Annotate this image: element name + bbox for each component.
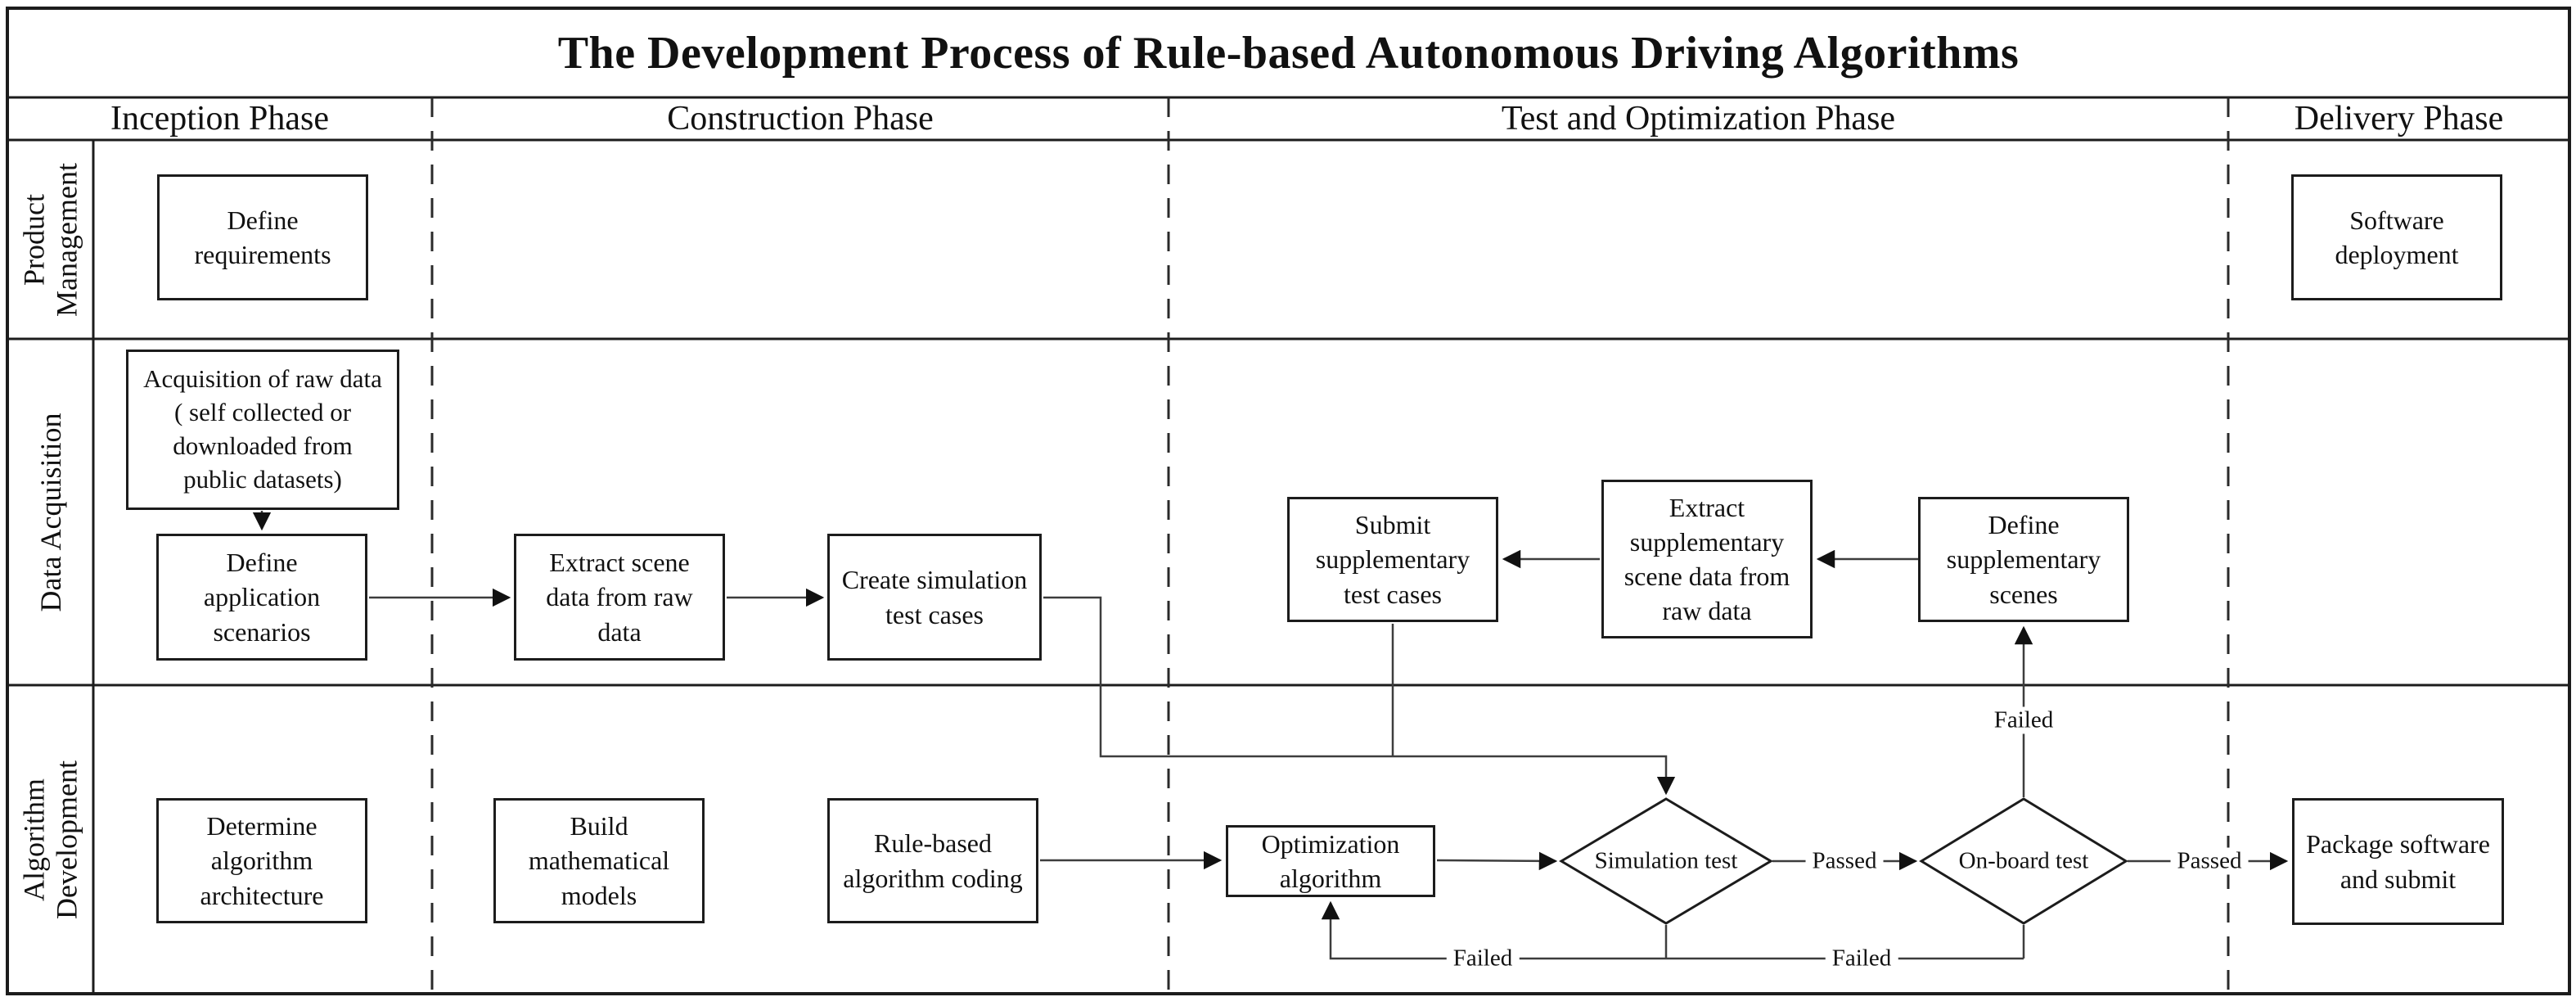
node-submit-supplementary-test-cases: Submit supplementary test cases (1287, 497, 1498, 622)
label-simulation-test: Simulation test (1594, 847, 1738, 874)
edge-optimization-to-simulationtest (1436, 851, 1558, 871)
lane-label-data-acquisition: Data Acquisition (34, 413, 67, 611)
edge-label-passed-sim-to-onboard: Passed (1805, 847, 1884, 875)
edge-label-failed-sim-back: Failed (1446, 945, 1520, 972)
lane-product-management: Product Management (7, 140, 93, 339)
node-software-deployment: Software deployment (2291, 174, 2502, 300)
node-create-simulation-test-cases: Create simulation test cases (827, 534, 1042, 661)
phase-header-test-optimization: Test and Optimization Phase (1501, 100, 1896, 138)
outer-frame (6, 7, 2571, 995)
diagram-title: The Development Process of Rule-based Au… (557, 27, 2020, 79)
label-on-board-test: On-board test (1958, 847, 2089, 874)
lane-data-acquisition: Data Acquisition (7, 339, 93, 685)
phase-header-inception: Inception Phase (110, 100, 330, 138)
node-rule-based-algorithm-coding: Rule-based algorithm coding (827, 798, 1038, 923)
phase-header-delivery: Delivery Phase (2294, 100, 2504, 138)
node-acquisition-raw-data: Acquisition of raw data ( self collected… (126, 350, 399, 510)
node-extract-supplementary-scene-data: Extract supplementary scene data from ra… (1601, 480, 1813, 638)
node-package-software-and-submit: Package software and submit (2292, 798, 2504, 925)
lane-algorithm-development: Algorithm Development (7, 685, 93, 994)
node-extract-scene-data: Extract scene data from raw data (514, 534, 725, 661)
on-board-test-diamond (1919, 797, 2128, 925)
node-define-requirements: Define requirements (157, 174, 368, 300)
phase-header-construction: Construction Phase (667, 100, 934, 138)
edge-label-passed-onboard-to-package: Passed (2170, 847, 2249, 875)
node-optimization-algorithm: Optimization algorithm (1226, 825, 1435, 897)
node-build-mathematical-models: Build mathematical models (493, 798, 705, 923)
lane-label-product-management: Product Management (17, 162, 83, 317)
node-define-application-scenarios: Define application scenarios (156, 534, 367, 661)
edge-label-failed-onboard-back: Failed (1825, 945, 1898, 972)
edge-failed-feedback-to-optimization (1321, 900, 2024, 960)
edge-label-failed-onboard-up: Failed (1987, 706, 2060, 734)
lane-label-algorithm-development: Algorithm Development (17, 760, 83, 919)
edge-createsim-to-simulationtest (1043, 596, 1676, 796)
simulation-test-diamond (1559, 797, 1773, 925)
node-define-supplementary-scenes: Define supplementary scenes (1918, 497, 2129, 622)
node-determine-algorithm-architecture: Determine algorithm architecture (156, 798, 367, 923)
